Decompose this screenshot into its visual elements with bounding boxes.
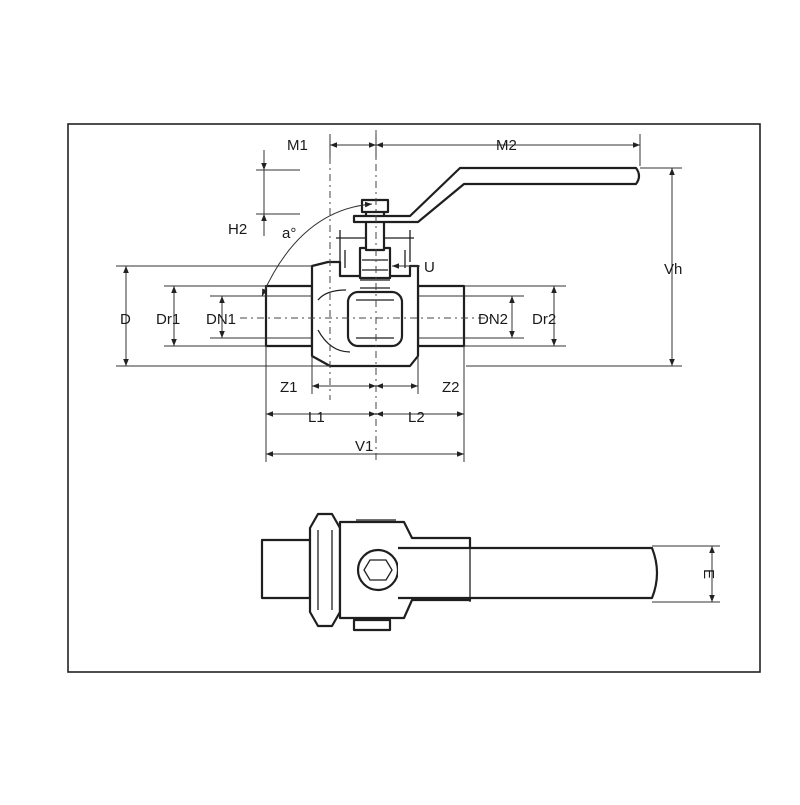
label-dr1: Dr1 [156, 311, 180, 328]
dimension-v1: V1 [266, 438, 464, 457]
label-z2: Z2 [442, 379, 460, 396]
dimension-d: D [116, 265, 330, 367]
label-v1: V1 [355, 438, 373, 455]
callout-u: U [392, 259, 435, 276]
label-l2: L2 [408, 409, 425, 426]
right-pipe-end [416, 284, 466, 348]
dimension-l1-l2: L1 L2 [265, 346, 465, 462]
dimension-e: E [652, 545, 720, 603]
dimension-z1-z2: Z1 Z2 [280, 356, 460, 396]
valve-handle [352, 166, 641, 224]
label-l1: L1 [308, 409, 325, 426]
label-h2: H2 [228, 221, 247, 238]
label-m2: M2 [496, 137, 517, 154]
top-union-nut [308, 512, 342, 628]
dimension-vh: Vh [466, 167, 682, 367]
dimension-dn2: DN2 [418, 295, 524, 339]
label-u: U [424, 259, 435, 276]
label-m1: M1 [287, 137, 308, 154]
top-left-pipe-end [260, 538, 312, 600]
label-dn2: DN2 [478, 311, 508, 328]
valve-stem [364, 206, 386, 252]
dimension-dr1: Dr1 [156, 285, 266, 347]
dimension-angle-a: a° [261, 201, 373, 297]
top-handle [398, 546, 659, 600]
dimension-dn1: DN1 [206, 295, 312, 339]
valve-top-view [260, 512, 659, 632]
dimension-m1-m2: M1 M2 [287, 134, 641, 166]
valve-front-view [264, 166, 641, 368]
stem-nut [360, 198, 390, 214]
valve-ball [346, 290, 404, 348]
label-e: E [700, 569, 717, 579]
label-dn1: DN1 [206, 311, 236, 328]
stem-housing [358, 246, 392, 280]
label-dr2: Dr2 [532, 311, 556, 328]
drawing-frame [67, 123, 761, 673]
label-vh: Vh [664, 261, 682, 278]
label-a: a° [282, 225, 296, 242]
dimension-dr2: Dr2 [464, 285, 566, 347]
left-pipe-end [264, 284, 314, 348]
label-d: D [120, 311, 131, 328]
label-z1: Z1 [280, 379, 298, 396]
